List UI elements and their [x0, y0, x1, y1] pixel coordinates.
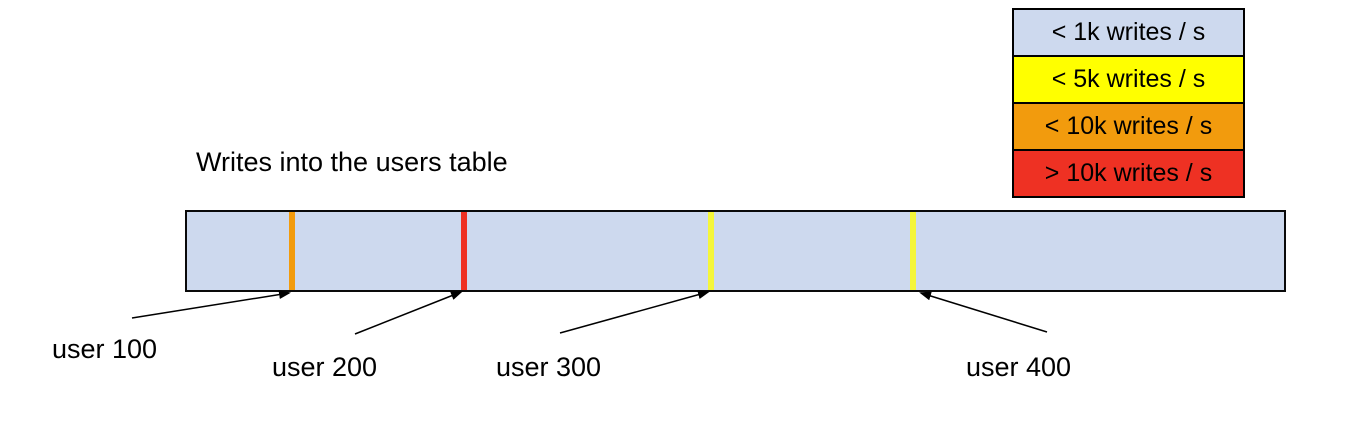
legend-item-lt-10k: < 10k writes / s: [1014, 104, 1243, 151]
legend-item-lt-5k: < 5k writes / s: [1014, 57, 1243, 104]
arrow-user-200: [354, 291, 463, 335]
tick-user-400: [910, 212, 916, 290]
diagram-title: Writes into the users table: [196, 147, 508, 177]
arrow-user-300: [559, 290, 710, 334]
users-table-bar: [185, 210, 1286, 292]
tick-user-100: [289, 212, 295, 290]
arrow-user-100: [131, 290, 291, 319]
legend-item-lt-1k: < 1k writes / s: [1014, 10, 1243, 57]
tick-user-300: [708, 212, 714, 290]
user-label-user-400: user 400: [966, 352, 1072, 382]
arrow-user-400: [919, 291, 1048, 333]
tick-user-200: [461, 212, 467, 290]
legend-item-gt-10k: > 10k writes / s: [1014, 151, 1243, 196]
legend: < 1k writes / s < 5k writes / s < 10k wr…: [1012, 8, 1245, 198]
user-label-user-300: user 300: [496, 352, 602, 382]
user-label-user-200: user 200: [272, 352, 378, 382]
user-label-user-100: user 100: [52, 334, 158, 364]
